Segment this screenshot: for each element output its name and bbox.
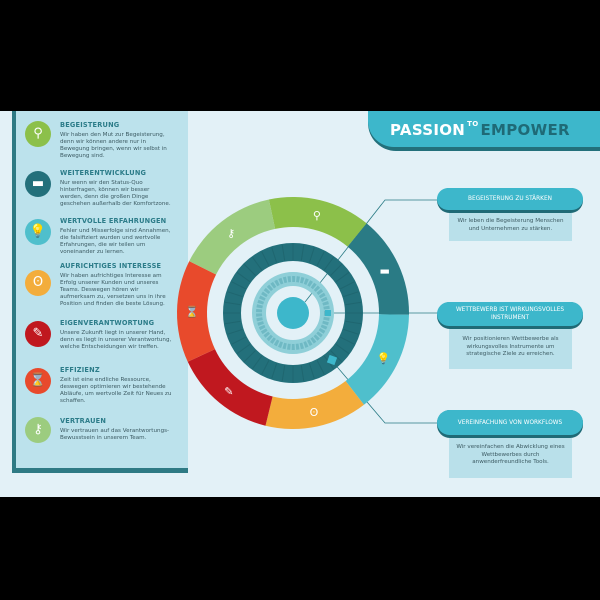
value-text: Wir vertrauen auf das Verantwortungs-Bew… — [60, 428, 170, 441]
carabiner-icon: ⚷ — [25, 417, 51, 443]
value-text: Unsere Zukunft liegt in unserer Hand, de… — [60, 330, 172, 350]
ring-segment — [268, 197, 367, 247]
ring-tick — [308, 247, 315, 263]
value-title: WERTVOLLE ERFAHRUNGEN — [60, 217, 167, 225]
ring-tick — [227, 291, 243, 298]
ring-tick — [231, 336, 247, 345]
ring-tick — [339, 336, 355, 345]
marker-square — [326, 354, 338, 366]
value-title: VERTRAUEN — [60, 417, 107, 425]
goal-text-2: Wir positionieren Wettbewerbe als wirkun… — [449, 329, 572, 369]
ring-tick — [271, 247, 278, 263]
ring-tick — [345, 301, 362, 306]
value-text: Zeit ist eine endliche Ressource, desweg… — [60, 377, 172, 404]
ring-tick — [345, 320, 362, 325]
ring-segment — [187, 349, 273, 426]
ring-tick — [335, 272, 350, 283]
ring-tick — [227, 328, 243, 335]
ring-segment — [177, 261, 217, 362]
ring-tick — [281, 365, 286, 382]
ring-tick — [343, 291, 359, 298]
title-passion: PASSION — [390, 121, 466, 139]
ring-tick — [323, 256, 334, 271]
goal-header-1: BEGEISTERUNG ZU STÄRKEN — [437, 188, 583, 213]
ring-tick — [330, 263, 343, 276]
goal-header-3: VEREINFACHUNG VON WORKFLOWS — [437, 410, 583, 438]
value-text: Wir haben aufrichtiges Interesse am Erfo… — [60, 273, 166, 307]
pen-icon: ✎ — [25, 321, 51, 347]
ring-tick — [343, 328, 359, 335]
ring-tick — [243, 263, 256, 276]
sofa-icon: ▬ — [379, 265, 389, 278]
value-text: Fehler und Misserfolge sind Annahmen, di… — [60, 228, 171, 255]
value-text: Nur wenn wir den Status-Quo hinterfragen… — [60, 180, 171, 207]
ring-segment — [265, 381, 364, 429]
ring-tick — [339, 281, 355, 290]
ring-tick — [252, 355, 263, 370]
value-title: EIGENVERANTWORTUNG — [60, 319, 155, 327]
value-text: Wir haben den Mut zur Begeisterung, denn… — [60, 132, 167, 159]
ring-tick — [300, 365, 305, 382]
title-empower: EMPOWER — [480, 121, 570, 139]
hourglass-icon: ⌛ — [25, 368, 51, 394]
ring-tick — [243, 350, 256, 363]
ring-tick — [316, 251, 325, 267]
ring-tick — [308, 363, 315, 379]
newtons-cradle-icon: ⚲ — [25, 121, 51, 147]
carabiner-icon: ⚷ — [227, 227, 235, 240]
ring-tick — [224, 301, 241, 306]
marker-square — [325, 310, 331, 316]
hourglass-icon: ⌛ — [185, 305, 199, 318]
ring-tick — [231, 281, 247, 290]
ear-icon: ʘ — [25, 270, 51, 296]
pen-icon: ✎ — [224, 385, 233, 398]
sofa-icon: ▬ — [25, 171, 51, 197]
ring-tick — [281, 244, 286, 261]
ring-tick — [261, 359, 270, 375]
values-panel: ⚲ BEGEISTERUNG Wir haben den Mut zur Beg… — [12, 111, 188, 473]
ring-segment — [347, 223, 409, 315]
lightbulb-icon: 💡 — [376, 352, 390, 365]
ring-tick — [236, 272, 251, 283]
value-title: AUFRICHTIGES INTERESSE — [60, 262, 162, 270]
ring-segment — [345, 314, 409, 405]
ring-segment — [189, 199, 276, 275]
newtons-cradle-icon: ⚲ — [313, 209, 321, 222]
ring-tick — [236, 343, 251, 354]
goal-header-2: WETTBEWERB IST WIRKUNGSVOLLES INSTRUMENT — [437, 302, 583, 329]
goal-text-3: Wir vereinfachen die Abwicklung eines We… — [449, 438, 572, 478]
value-title: BEGEISTERUNG — [60, 121, 120, 129]
ring-tick — [300, 244, 305, 261]
title-to: TO — [467, 120, 479, 128]
lightbulb-icon: 💡 — [25, 219, 51, 245]
ring-tick — [252, 256, 263, 271]
ring-tick — [330, 350, 343, 363]
ear-icon: ʘ — [310, 406, 319, 419]
value-title: EFFIZIENZ — [60, 366, 100, 374]
ring-tick — [271, 363, 278, 379]
ring-tick — [261, 251, 270, 267]
ring-tick — [316, 359, 325, 375]
ring-tick — [335, 343, 350, 354]
value-title: WEITERENTWICKLUNG — [60, 169, 147, 177]
ring-tick — [224, 320, 241, 325]
center-circle — [277, 297, 309, 329]
goal-text-1: Wir leben die Begeisterung Menschen und … — [449, 213, 572, 241]
